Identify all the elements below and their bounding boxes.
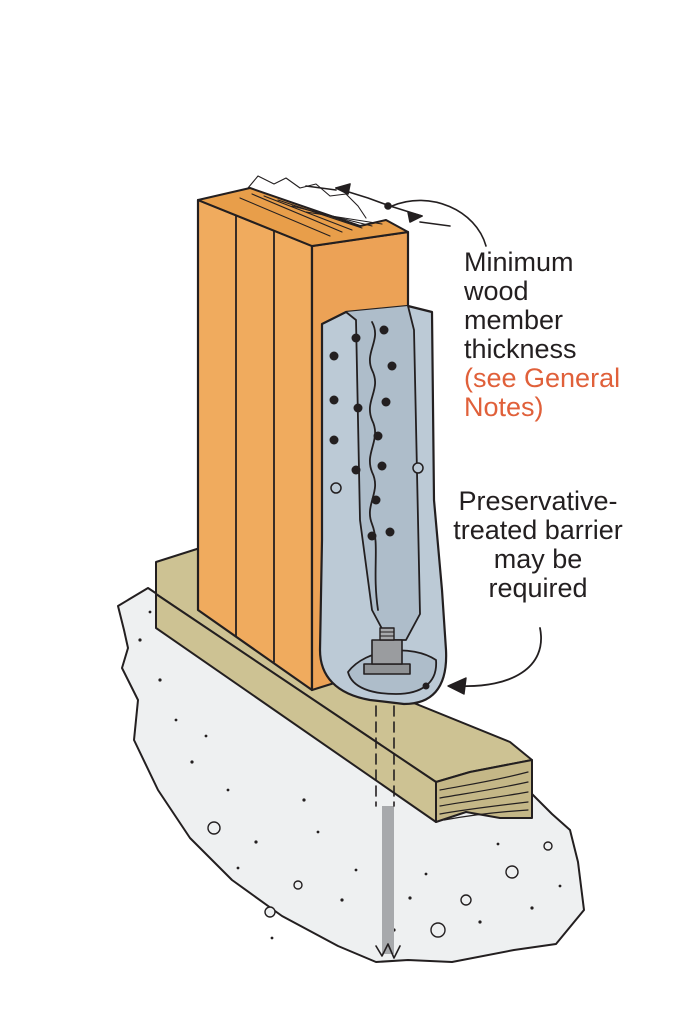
barrier-leader-arrow [447,677,467,695]
washer [363,663,411,675]
post-laminations [235,215,275,663]
preservative-barrier-label: Preservative- treated barrier may be req… [452,487,624,603]
nut [371,639,403,665]
sill-end-grain-lines [439,771,529,821]
bracket-fastener-holes [329,325,430,690]
thickness-leader [391,199,487,247]
general-notes-reference: Notes) [464,392,544,422]
post-end-grain [239,175,383,237]
label-line: required [488,573,588,603]
label-line: wood [464,276,529,306]
label-line: treated barrier [453,515,623,545]
label-line: member [464,305,564,335]
anchor-rod-end [375,943,401,959]
thread-lines [379,631,395,637]
barrier-leader [459,627,542,687]
rod-thread-top [379,627,395,641]
minimum-thickness-label: Minimum wood member thickness (see Gener… [464,248,620,422]
thickness-dimension [305,183,451,227]
anchor-rod [382,806,394,954]
label-line: thickness [464,334,577,364]
general-notes-reference: (see General [464,363,621,393]
label-line: may be [493,544,583,574]
label-line: Minimum [464,247,574,277]
wood-post-front [196,198,314,692]
concrete-aggregate [138,610,562,940]
label-line: Preservative- [458,486,618,516]
